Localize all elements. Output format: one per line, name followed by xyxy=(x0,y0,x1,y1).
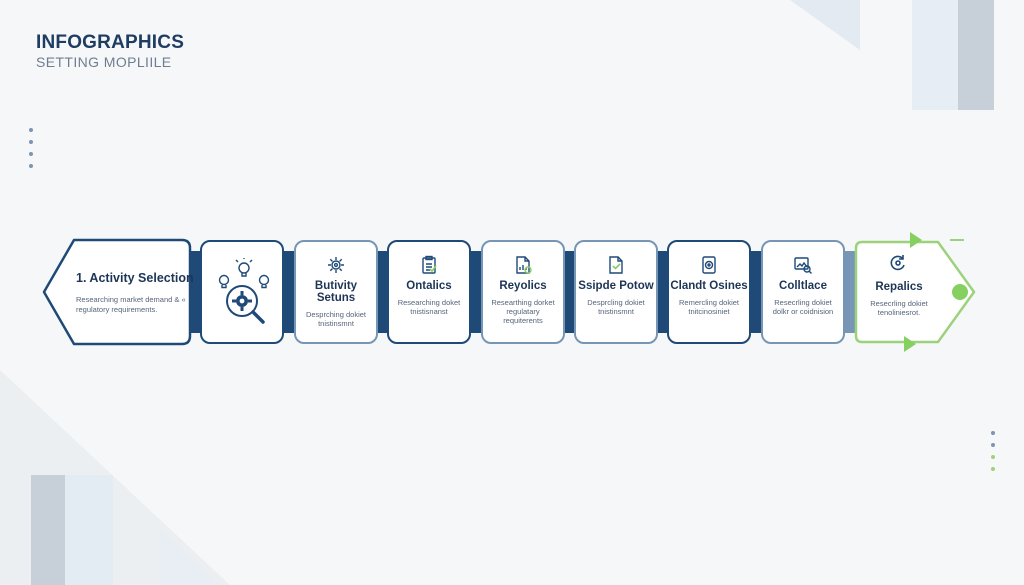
step-description: Desprching dokiet tnistinsmnt xyxy=(305,310,367,328)
flow-connector xyxy=(750,251,764,333)
step-description: Resecrling dokiet dolkr or coidnision xyxy=(772,298,834,316)
step-description: Desprcling dokiet tnistinsmnt xyxy=(587,298,645,316)
flow-connector xyxy=(469,251,483,333)
lightbulbs-gear-magnifier-icon xyxy=(218,258,270,324)
end-marker-dot xyxy=(952,284,968,300)
step-2-card xyxy=(200,240,284,344)
flow-connector xyxy=(656,251,670,333)
step-title: Ssipde Potow xyxy=(578,280,654,292)
step-title: Butivity Setuns xyxy=(314,280,358,304)
step-title: Ontalics xyxy=(406,280,452,292)
background-bar xyxy=(958,0,994,110)
step-1-arrow-box xyxy=(42,238,192,346)
image-search-icon xyxy=(794,257,812,274)
background-bar xyxy=(31,475,65,585)
flow-connector xyxy=(843,251,857,333)
background-bar xyxy=(912,0,958,110)
tablet-target-icon xyxy=(702,256,716,274)
step-description: Researthing dorket regulatary requiteren… xyxy=(491,298,555,325)
gear-icon xyxy=(328,257,344,273)
decorative-dots xyxy=(29,128,33,168)
step-6-card: Ssipde Potow Desprcling dokiet tnistinsm… xyxy=(574,240,658,344)
step-title: Clandt Osines xyxy=(670,280,748,292)
step-title: 1. Activity Selection xyxy=(76,271,194,285)
flow-connector xyxy=(189,251,203,333)
step-description: Resecrling dokiet tenoliniesrot. xyxy=(870,299,928,317)
step-title: Colltlace xyxy=(779,280,827,292)
step-9-arrow-box xyxy=(854,232,976,352)
document-chart-icon xyxy=(516,256,532,274)
step-title: Reyolics xyxy=(499,280,547,292)
step-7-card: Clandt Osines Remercling dokiet tnitcino… xyxy=(667,240,751,344)
decorative-dots xyxy=(991,431,995,471)
page-title: INFOGRAPHICS xyxy=(36,32,185,53)
step-3-card: Butivity Setuns Desprching dokiet tnisti… xyxy=(294,240,378,344)
step-description: Researching market demand & « regulatory… xyxy=(76,295,186,314)
background-bar xyxy=(65,475,113,585)
flow-connector xyxy=(563,251,577,333)
flow-connector xyxy=(376,251,390,333)
step-description: Researching doket tnistisnanst xyxy=(397,298,461,316)
step-5-card: Reyolics Researthing dorket regulatary r… xyxy=(481,240,565,344)
background-triangle-top xyxy=(790,0,860,50)
step-title: Repalics xyxy=(875,281,923,293)
cycle-arrow-icon xyxy=(890,255,905,271)
step-8-card: Colltlace Resecrling dokiet dolkr or coi… xyxy=(761,240,845,344)
page-subtitle: SETTING MOPLIILE xyxy=(36,54,172,70)
step-description: Remercling dokiet tnitcinosiniet xyxy=(678,298,740,316)
document-check-icon xyxy=(609,256,623,274)
background-triangle-bottom xyxy=(160,530,220,585)
clipboard-icon xyxy=(422,255,437,274)
step-4-card: Ontalics Researching doket tnistisnanst xyxy=(387,240,471,344)
flow-connector xyxy=(282,251,296,333)
